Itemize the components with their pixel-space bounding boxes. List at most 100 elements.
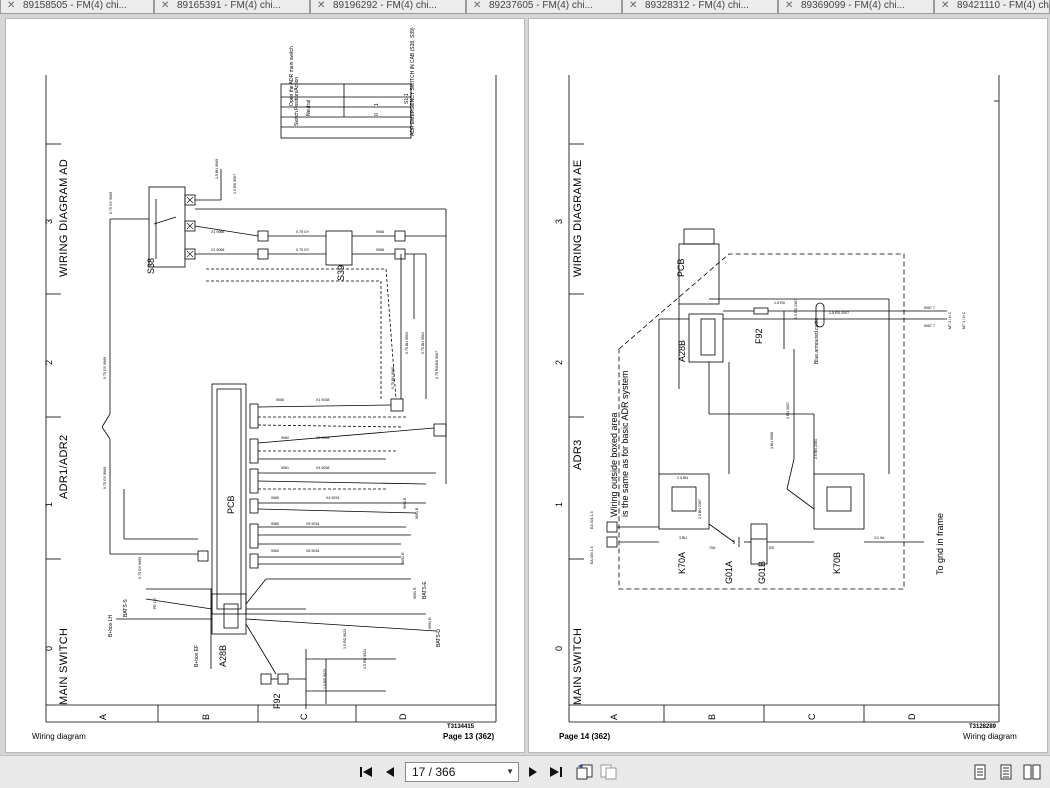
svg-text:M7 3 / N C: M7 3 / N C — [948, 311, 952, 329]
wiring-diagram-ad: 1.5 BN 9069 1.5 RD 9067 0.75 GY 9069 0.7… — [45, 75, 497, 723]
svg-text:EA 301 1.5: EA 301 1.5 — [590, 511, 594, 529]
svg-text:1.5 RD 2007: 1.5 RD 2007 — [829, 311, 849, 315]
svg-text:70A: 70A — [709, 546, 716, 550]
component-a28b: A28B — [218, 644, 228, 667]
component-g01a: G01A — [724, 560, 734, 584]
svg-text:0.75 RD/BN 9067: 0.75 RD/BN 9067 — [435, 351, 439, 379]
svg-text:9068: 9068 — [376, 230, 384, 234]
section-wiring-diagram: WIRING DIAGRAM AD — [58, 158, 70, 277]
svg-text:9087 7: 9087 7 — [924, 306, 935, 310]
svg-text:1.5 RD 9023: 1.5 RD 9023 — [343, 629, 347, 649]
svg-text:9091 R: 9091 R — [413, 587, 417, 599]
row-letter-d: D — [398, 713, 408, 721]
tab-close-icon[interactable]: ✕ — [473, 0, 482, 11]
svg-text:3 BU 9068: 3 BU 9068 — [770, 432, 774, 449]
column-number-1: 1 — [554, 501, 564, 507]
section-wiring-diagram: WIRING DIAGRAM AE — [572, 159, 584, 277]
svg-text:X2 9038: X2 9038 — [316, 436, 329, 440]
svg-text:0.75 GY: 0.75 GY — [296, 248, 310, 252]
document-tab[interactable]: ✕89196292 - FM(4) chi... — [310, 0, 466, 14]
last-page-button[interactable] — [546, 762, 566, 782]
document-tab[interactable]: ✕89328312 - FM(4) chi... — [622, 0, 778, 14]
svg-text:X1 9038: X1 9038 — [316, 398, 329, 402]
component-s38: S38 — [146, 257, 156, 274]
component-k70a: K70A — [677, 551, 687, 574]
document-tab[interactable]: ✕89421110 - FM(4) chi... — [934, 0, 1050, 14]
tab-close-icon[interactable]: ✕ — [317, 0, 326, 11]
row-letter-a: A — [98, 713, 108, 720]
svg-text:9080: 9080 — [271, 522, 279, 526]
svg-text:9091 B: 9091 B — [403, 497, 407, 509]
svg-text:9081: 9081 — [281, 466, 289, 470]
last-page-icon — [550, 767, 562, 777]
tab-close-icon[interactable]: ✕ — [785, 0, 794, 11]
column-number-0: 0 — [554, 645, 564, 651]
note-line-1: Wiring outside boxed area — [609, 412, 619, 517]
section-adr1-adr2: ADR1/ADR2 — [58, 434, 70, 499]
tab-close-icon[interactable]: ✕ — [629, 0, 638, 11]
component-s39: S39 — [336, 264, 346, 281]
svg-text:1/1 9A: 1/1 9A — [874, 536, 885, 540]
section-main-switch: MAIN SWITCH — [58, 627, 70, 705]
svg-text:0.75 GY 9069: 0.75 GY 9069 — [138, 557, 142, 579]
document-tab[interactable]: ✕89158505 - FM(4) chi... — [0, 0, 154, 14]
tab-close-icon[interactable]: ✕ — [7, 0, 16, 11]
first-page-button[interactable] — [356, 762, 376, 782]
document-tab[interactable]: ✕89237605 - FM(4) chi... — [466, 0, 622, 14]
document-tab[interactable]: ✕89165391 - FM(4) chi... — [154, 0, 310, 14]
component-a28b: A28B — [677, 339, 687, 362]
svg-text:EA 300 1.5: EA 300 1.5 — [590, 546, 594, 564]
section-adr3: ADR3 — [572, 439, 584, 470]
page-footer-number: Page 14 (362) — [559, 732, 611, 741]
document-viewer[interactable]: 1.5 BN 9069 1.5 RD 9067 0.75 GY 9069 0.7… — [0, 14, 1050, 755]
svg-text:0.75 BN 9064: 0.75 BN 9064 — [421, 332, 425, 354]
table-pos-0: 0 — [374, 113, 380, 116]
document-tab[interactable]: ✕89369099 - FM(4) chi... — [778, 0, 934, 14]
drawing-code: T3128289 — [969, 724, 997, 730]
two-page-view-button[interactable] — [1022, 762, 1042, 782]
component-f92: F92 — [272, 693, 282, 709]
continuous-view-button[interactable] — [996, 762, 1016, 782]
next-page-button[interactable] — [523, 762, 543, 782]
page-14: 1.5 RD 1.5 RD 2367 1.5 RD 2007 9087 7 90… — [528, 18, 1048, 753]
page-footer-title: Wiring diagram — [963, 732, 1017, 741]
tab-close-icon[interactable]: ✕ — [161, 0, 170, 11]
table-action-0: Neutral — [306, 99, 312, 116]
component-pcb: PCB — [226, 495, 236, 514]
single-page-icon — [974, 764, 986, 780]
svg-text:9060: 9060 — [271, 549, 279, 553]
label-bats-d: BATS-D — [436, 629, 442, 647]
column-number-2: 2 — [44, 359, 54, 365]
previous-page-button[interactable] — [380, 762, 400, 782]
column-number-3: 3 — [44, 218, 54, 224]
page-13: 1.5 BN 9069 1.5 RD 9067 0.75 GY 9069 0.7… — [5, 18, 525, 753]
forward-view-button[interactable] — [598, 762, 618, 782]
svg-text:1.5 RD 2367: 1.5 RD 2367 — [794, 299, 798, 319]
table-pos-1: 1 — [374, 103, 380, 106]
first-page-icon — [360, 767, 372, 777]
svg-text:2.5 BN 2361: 2.5 BN 2361 — [814, 439, 818, 459]
page-footer-title: Wiring diagram — [32, 732, 86, 741]
row-letter-a: A — [609, 713, 619, 720]
svg-text:0.75 GY 9069: 0.75 GY 9069 — [109, 192, 113, 214]
svg-text:RD: RD — [769, 546, 775, 550]
component-f92: F92 — [754, 328, 764, 344]
single-page-view-button[interactable] — [970, 762, 990, 782]
tab-close-icon[interactable]: ✕ — [941, 0, 950, 11]
component-pcb: PCB — [676, 258, 686, 277]
svg-text:1.5 RD 9067: 1.5 RD 9067 — [233, 174, 237, 194]
label-bats-s: BATS-S — [123, 599, 129, 617]
svg-text:X4 9038: X4 9038 — [316, 466, 329, 470]
two-page-icon — [1023, 764, 1041, 780]
svg-text:9091 B: 9091 B — [415, 507, 419, 519]
previous-view-icon — [576, 764, 593, 780]
table-action-1: Open the ADR main switch — [289, 46, 295, 106]
back-view-button[interactable] — [574, 762, 594, 782]
svg-text:9058: 9058 — [276, 398, 284, 402]
svg-text:2.5 BN 2367: 2.5 BN 2367 — [698, 499, 702, 519]
svg-text:9060: 9060 — [281, 436, 289, 440]
page-number-select[interactable]: 17 / 366 ▼ — [405, 762, 519, 782]
svg-text:9087 7: 9087 7 — [924, 324, 935, 328]
column-number-1: 1 — [44, 501, 54, 507]
svg-text:1.5 BN 9069: 1.5 BN 9069 — [215, 159, 219, 179]
